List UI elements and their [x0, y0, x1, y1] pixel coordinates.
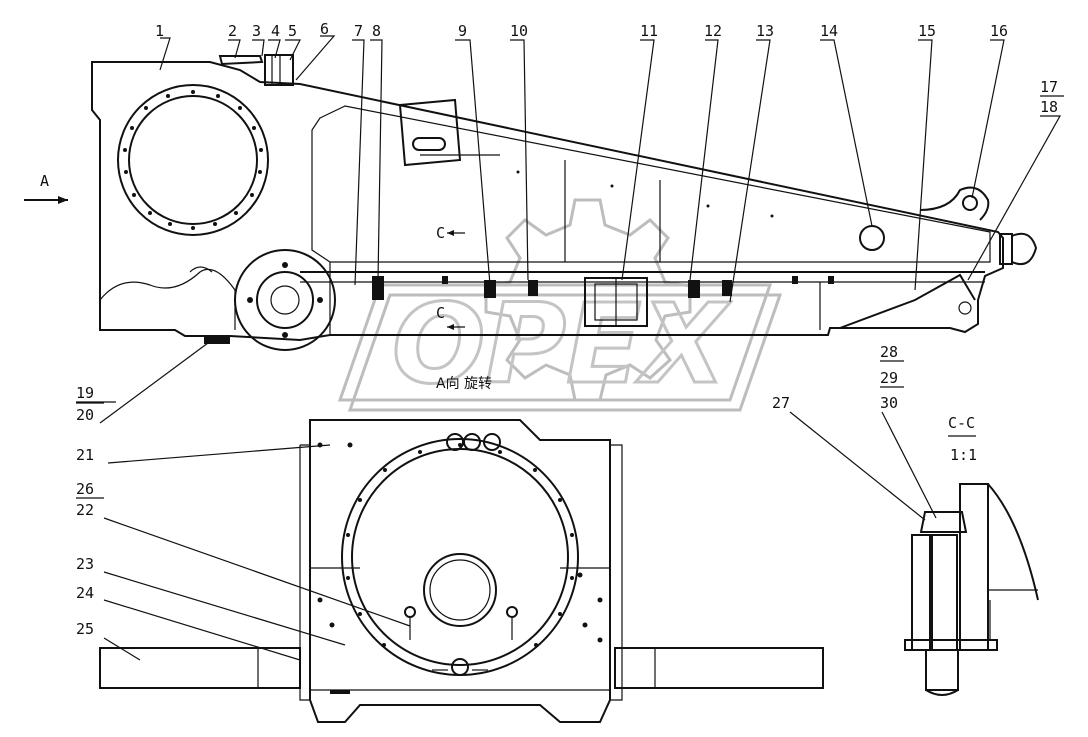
ring-bolt-holes: [123, 90, 263, 230]
label-13: 13: [756, 22, 774, 40]
section-c-bottom-label: C: [436, 304, 445, 322]
label-17: 17: [1040, 78, 1058, 96]
label-3: 3: [252, 22, 261, 40]
front-view: [99, 419, 824, 723]
label-11: 11: [640, 22, 658, 40]
label-6: 6: [320, 20, 329, 38]
label-10: 10: [510, 22, 528, 40]
label-24: 24: [76, 584, 94, 602]
label-20: 20: [76, 406, 94, 424]
label-18: 18: [1040, 98, 1058, 116]
section-cc: [904, 483, 1039, 696]
label-5: 5: [288, 22, 297, 40]
view-a-marker: A: [40, 172, 49, 190]
label-15: 15: [918, 22, 936, 40]
watermark-text: OPEX: [392, 280, 731, 408]
label-1: 1: [155, 22, 164, 40]
watermark: OPEX: [337, 198, 783, 412]
label-16: 16: [990, 22, 1008, 40]
label-22: 22: [76, 501, 94, 519]
label-19: 19: [76, 384, 94, 402]
label-26: 26: [76, 480, 94, 498]
rail-bolts: [372, 276, 834, 300]
view-a-rotated-caption: A向 旋转: [436, 376, 492, 392]
label-8: 8: [372, 22, 381, 40]
front-ring-bolts: [346, 443, 574, 647]
label-12: 12: [704, 22, 722, 40]
label-14: 14: [820, 22, 838, 40]
annotations: A C C A向 旋转 C-C 1:1: [40, 172, 977, 464]
label-9: 9: [458, 22, 467, 40]
label-2: 2: [228, 22, 237, 40]
label-4: 4: [271, 22, 280, 40]
label-25: 25: [76, 620, 94, 638]
label-30: 30: [880, 394, 898, 412]
label-29: 29: [880, 369, 898, 387]
label-23: 23: [76, 555, 94, 573]
label-21: 21: [76, 446, 94, 464]
label-28: 28: [880, 343, 898, 361]
label-27: 27: [772, 394, 790, 412]
section-c-top-label: C: [436, 224, 445, 242]
leader-lines: [76, 35, 1062, 661]
label-7: 7: [354, 22, 363, 40]
part-labels: 1 2 3 4 5 6 7 8 9 10 11 12 13 14 15 16 1…: [76, 20, 1064, 638]
side-view: [24, 54, 1038, 351]
section-cc-scale: 1:1: [950, 446, 977, 464]
section-cc-title: C-C: [948, 414, 975, 432]
